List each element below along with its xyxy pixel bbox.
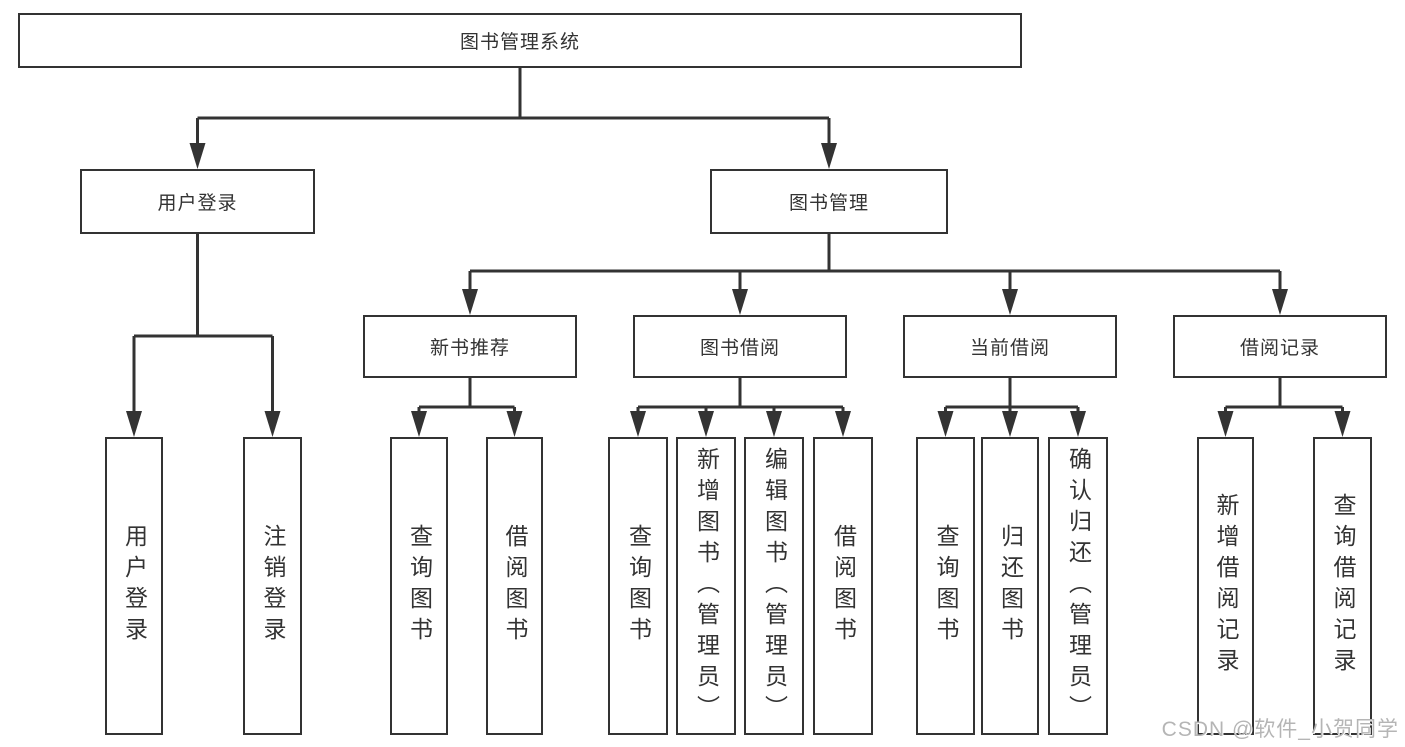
node-book-management: 图书管理: [710, 169, 948, 234]
node-leaf-query-books-recommend: 查询图书: [390, 437, 448, 735]
arrow-down-icon: [1002, 289, 1018, 315]
connector-bookmgmt-to-level3: [468, 234, 1282, 292]
node-book-borrowing: 图书借阅: [633, 315, 847, 378]
node-current-borrowing-label: 当前借阅: [969, 338, 1050, 359]
arrow-down-icon: [937, 411, 954, 437]
node-leaf-user-login: 用户登录: [105, 437, 163, 735]
node-leaf-confirm-return-admin: 确认归还（管理员）: [1048, 437, 1108, 735]
node-user-login-label: 用户登录: [157, 193, 238, 214]
connector-recommend-to-leaves: [417, 378, 516, 415]
arrow-down-icon: [264, 411, 281, 437]
connector-borrowing-to-leaves: [636, 378, 845, 415]
node-leaf-return-book: 归还图书: [981, 437, 1039, 735]
arrow-down-icon: [1002, 411, 1018, 437]
arrow-down-icon: [1217, 411, 1234, 437]
node-book-borrowing-label: 图书借阅: [699, 338, 780, 359]
node-leaf-query-borrow-record: 查询借阅记录: [1313, 437, 1372, 735]
arrow-down-icon: [462, 289, 478, 315]
node-leaf-add-borrow-record-label: 新增借阅记录: [1213, 493, 1239, 679]
node-borrowing-records: 借阅记录: [1173, 315, 1387, 378]
node-library-system-label: 图书管理系统: [459, 32, 580, 53]
arrow-down-icon: [126, 411, 142, 437]
connector-current-to-leaves: [944, 378, 1080, 415]
node-library-system: 图书管理系统: [18, 13, 1022, 68]
node-leaf-borrow-books-borrowing: 借阅图书: [813, 437, 873, 735]
node-user-login: 用户登录: [80, 169, 315, 234]
node-leaf-return-book-label: 归还图书: [997, 524, 1024, 648]
connector-userlogin-to-leaves: [132, 234, 274, 414]
node-current-borrowing: 当前借阅: [903, 315, 1117, 378]
arrow-down-icon: [189, 143, 206, 169]
node-leaf-query-books-current-label: 查询图书: [933, 524, 959, 648]
node-leaf-logout: 注销登录: [243, 437, 302, 735]
node-leaf-edit-book-admin: 编辑图书（管理员）: [744, 437, 804, 735]
node-leaf-logout-label: 注销登录: [260, 524, 286, 648]
node-leaf-query-books-borrowing-label: 查询图书: [625, 524, 652, 648]
connector-root-to-level2: [196, 68, 831, 146]
node-leaf-query-books-borrowing: 查询图书: [608, 437, 668, 735]
connector-records-to-leaves: [1224, 378, 1344, 415]
node-leaf-borrow-books-recommend: 借阅图书: [486, 437, 543, 735]
node-leaf-user-login-label: 用户登录: [121, 524, 148, 648]
node-borrowing-records-label: 借阅记录: [1239, 338, 1320, 359]
csdn-watermark: CSDN @软件_小贺同学: [1161, 718, 1399, 741]
arrow-down-icon: [732, 289, 748, 315]
arrow-down-icon: [1070, 411, 1086, 437]
node-leaf-add-borrow-record: 新增借阅记录: [1197, 437, 1254, 735]
node-leaf-confirm-return-admin-label: 确认归还（管理员）: [1065, 446, 1092, 726]
arrow-down-icon: [698, 411, 714, 437]
node-leaf-borrow-books-recommend-label: 借阅图书: [502, 524, 528, 648]
arrow-down-icon: [766, 411, 782, 437]
node-leaf-edit-book-admin-label: 编辑图书（管理员）: [761, 446, 788, 726]
arrow-down-icon: [411, 411, 427, 437]
node-new-book-recommend: 新书推荐: [363, 315, 577, 378]
arrow-down-icon: [1334, 411, 1351, 437]
arrow-down-icon: [630, 411, 646, 437]
node-new-book-recommend-label: 新书推荐: [429, 338, 510, 359]
node-leaf-add-book-admin-label: 新增图书（管理员）: [693, 446, 720, 726]
node-leaf-query-books-current: 查询图书: [916, 437, 975, 735]
arrow-down-icon: [1272, 289, 1288, 315]
node-leaf-query-borrow-record-label: 查询借阅记录: [1330, 493, 1356, 679]
node-leaf-borrow-books-borrowing-label: 借阅图书: [830, 524, 857, 648]
arrow-down-icon: [835, 411, 851, 437]
node-leaf-add-book-admin: 新增图书（管理员）: [676, 437, 736, 735]
node-leaf-query-books-recommend-label: 查询图书: [406, 524, 433, 648]
node-book-management-label: 图书管理: [788, 193, 869, 214]
arrow-down-icon: [821, 143, 837, 169]
arrow-down-icon: [506, 411, 523, 437]
